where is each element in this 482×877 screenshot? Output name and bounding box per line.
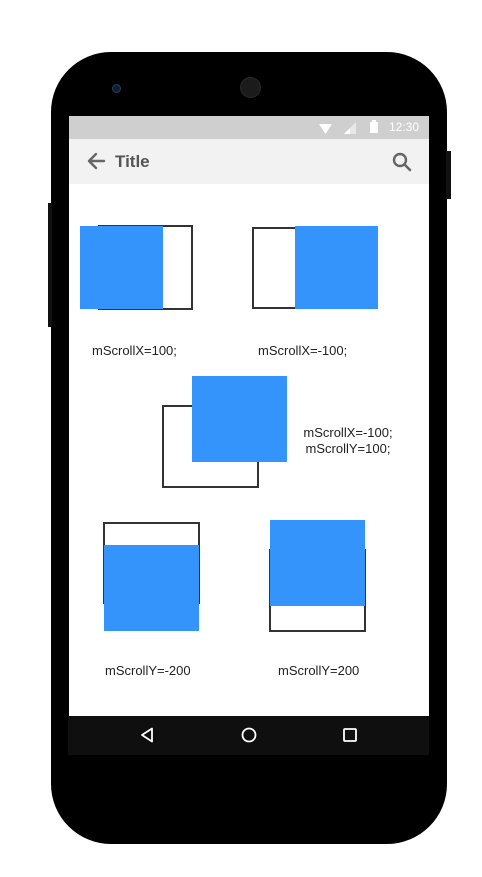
navigation-bar [68, 716, 429, 755]
content-box-scroll-y-negative [104, 545, 199, 631]
caption-scroll-x-positive: mScrollX=100; [92, 343, 177, 358]
caption-scroll-xy-line2: mScrollY=100; [305, 441, 391, 456]
caption-scroll-y-negative: mScrollY=-200 [105, 663, 191, 678]
square-recents-icon[interactable] [343, 728, 357, 747]
wifi-icon [319, 122, 332, 140]
content-box-scroll-x-positive [80, 226, 163, 309]
caption-scroll-xy-line1: mScrollX=-100; [303, 425, 393, 440]
front-camera [112, 84, 121, 93]
power-button [446, 151, 451, 199]
phone-screen: 12:30 Title mScrollX=100; mScrollX=-100;… [69, 116, 429, 716]
circle-home-icon[interactable] [241, 727, 257, 748]
triangle-back-icon[interactable] [140, 727, 154, 748]
battery-icon [370, 120, 378, 138]
caption-scroll-x-negative: mScrollX=-100; [258, 343, 348, 358]
volume-button [48, 203, 52, 327]
earpiece-speaker [240, 77, 261, 98]
content-box-scroll-x-negative [295, 226, 378, 309]
status-time: 12:30 [388, 120, 419, 134]
status-bar: 12:30 [69, 116, 429, 139]
caption-scroll-y-positive: mScrollY=200 [278, 663, 360, 678]
content-box-scroll-y-positive [270, 520, 365, 606]
arrow-back-icon[interactable] [86, 152, 106, 175]
search-icon[interactable] [392, 152, 412, 177]
app-bar: Title [69, 139, 429, 184]
page-title: Title [115, 152, 150, 171]
signal-icon [344, 121, 356, 139]
content-box-scroll-xy [192, 376, 287, 462]
caption-scroll-xy: mScrollX=-100; mScrollY=100; [297, 425, 399, 457]
